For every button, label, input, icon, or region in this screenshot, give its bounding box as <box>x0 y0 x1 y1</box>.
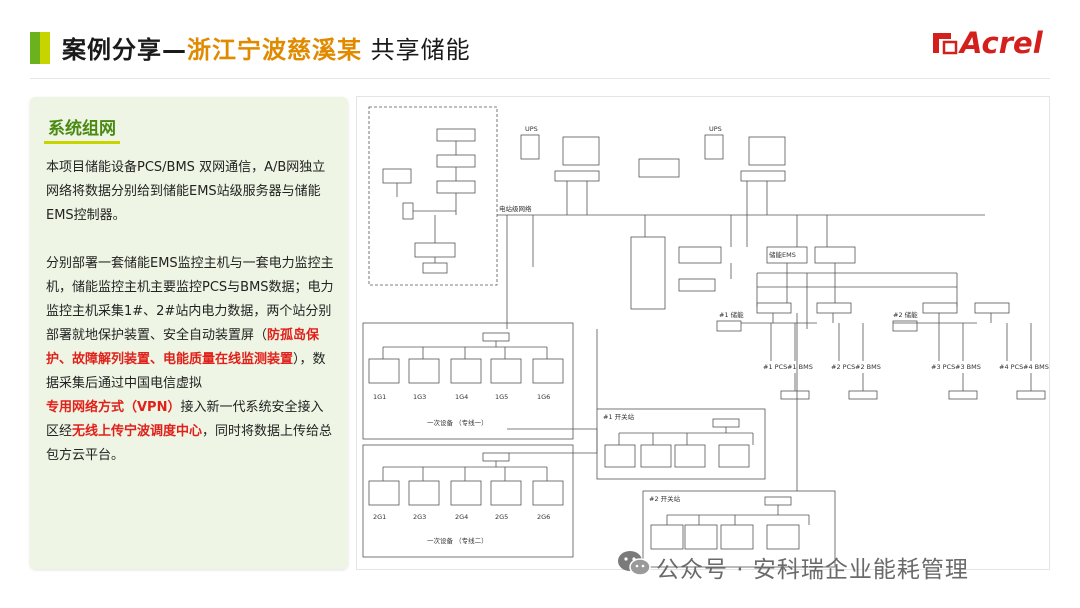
row2-device-4: 2G5 <box>495 513 508 521</box>
station-1-box <box>596 408 766 480</box>
storage2-label: #2 储能 <box>893 310 918 319</box>
para2-red-dispatch: 无线上传宁波调度中心 <box>72 424 203 439</box>
pcs-4-label: #4 PCS <box>999 363 1023 371</box>
station-2-box <box>642 490 836 568</box>
workstation-left-monitor <box>562 136 600 166</box>
switch-4 <box>974 302 1010 314</box>
workstation-right-monitor <box>748 136 786 166</box>
switch-1 <box>756 302 792 314</box>
row1-device-5: 1G6 <box>537 393 550 401</box>
zone-device-1 <box>436 128 476 142</box>
para2-part-c: 接入新一代系统安全接入区经 <box>46 400 324 439</box>
acrel-logo-icon <box>933 33 958 55</box>
ems-box-2 <box>814 246 856 264</box>
wechat-watermark: 公众号 · 安科瑞企业能耗管理 <box>616 545 1056 585</box>
zone-device-4 <box>414 242 456 258</box>
bms-3-label: #3 BMS <box>955 363 981 371</box>
page-title-suffix: 共享储能 <box>362 36 471 64</box>
paragraph-deployment: 分别部署一套储能EMS监控主机与一套电力监控主机，储能监控主机主要监控PCS与B… <box>46 252 336 468</box>
cabinet-group-1-switch <box>482 332 510 342</box>
para2-red-protection: 防孤岛保护、故障解列装置、电能质量在线监测装置 <box>46 328 320 367</box>
storage-1-box <box>716 320 742 332</box>
title-accent-bar <box>30 32 50 64</box>
row2-device-2: 2G3 <box>413 513 426 521</box>
bottom-left-2-label: 一次设备 （专线二） <box>427 536 488 545</box>
para2-red-vpn: 专用网络方式（VPN） <box>46 400 181 415</box>
security-zone-box <box>368 106 498 286</box>
row1-device-1: 1G1 <box>373 393 386 401</box>
workstation-left-keyboard <box>554 170 600 182</box>
gateway-box-1 <box>678 246 722 264</box>
pcs-1-label: #1 PCS <box>763 363 787 371</box>
accent-bar-dark <box>30 32 40 64</box>
para2-part-a: 分别部署一套储能EMS监控主机与一套电力监控主机，储能监控主机主要监控PCS与B… <box>46 256 334 343</box>
row1-device-2: 1G3 <box>413 393 426 401</box>
pcs-3-label: #3 PCS <box>931 363 955 371</box>
cabinet-group-2 <box>362 444 574 558</box>
wechat-icon <box>618 551 651 576</box>
row1-device-3: 1G4 <box>455 393 468 401</box>
site1-label: #1 开关站 <box>603 412 635 421</box>
storage1-label: #1 储能 <box>719 310 744 319</box>
ups-right-label: UPS <box>709 125 722 133</box>
switch-2 <box>816 302 852 314</box>
zone-device-3 <box>436 180 476 194</box>
description-panel <box>30 97 348 569</box>
section-title: 系统组网 <box>44 112 120 144</box>
site2-label: #2 开关站 <box>649 494 681 503</box>
logo-text: Acrel <box>960 26 1043 60</box>
ups-left-label: UPS <box>525 125 538 133</box>
bms-1-label: #1 BMS <box>787 363 813 371</box>
gateway-box-2 <box>678 278 716 292</box>
zone-device-2 <box>436 154 476 168</box>
cabinet-group-1 <box>362 322 574 440</box>
page-title-prefix: 案例分享— <box>62 36 187 64</box>
ups-right-box <box>704 134 724 160</box>
ems-label: 储能EMS <box>769 250 796 259</box>
server-rack <box>630 236 666 310</box>
watermark-text: 公众号 · 安科瑞企业能耗管理 <box>656 557 969 583</box>
row2-device-3: 2G4 <box>455 513 468 521</box>
workstation-right-keyboard <box>740 170 786 182</box>
header-divider <box>30 78 1050 79</box>
ups-left-box <box>520 134 540 160</box>
row2-device-1: 2G1 <box>373 513 386 521</box>
page-title: 案例分享—浙江宁波慈溪某 共享储能 <box>62 30 471 65</box>
acrel-logo: Acrel <box>932 26 1052 62</box>
switch-3 <box>922 302 958 314</box>
meter-2 <box>848 390 878 400</box>
firewall-unit <box>402 202 414 220</box>
zone-device-5 <box>422 262 448 274</box>
printer-box <box>638 158 680 178</box>
bms-4-label: #4 BMS <box>1023 363 1049 371</box>
para2-part-d: ，同时将数据上传给总包方云平台。 <box>46 424 333 463</box>
pcs-2-label: #2 PCS <box>831 363 855 371</box>
row2-device-5: 2G6 <box>537 513 550 521</box>
storage-2-box <box>892 320 918 332</box>
bms-2-label: #2 BMS <box>855 363 881 371</box>
row1-device-4: 1G5 <box>495 393 508 401</box>
meter-1 <box>780 390 810 400</box>
bottom-left-1-label: 一次设备 （专线一） <box>427 418 488 427</box>
page-title-highlight: 浙江宁波慈溪某 <box>187 36 362 64</box>
para2-part-b: ），数据采集后通过中国电信虚拟 <box>46 352 326 391</box>
network-diagram: UPS UPS 储能EMS 电站级网络 #1 储能 #2 储能 #1 开关站 #… <box>356 96 1050 570</box>
cabinet-group-2-switch <box>482 452 510 462</box>
meter-3 <box>948 390 978 400</box>
meter-4 <box>1016 390 1046 400</box>
network-diagram-svg: UPS UPS 储能EMS 电站级网络 #1 储能 #2 储能 #1 开关站 #… <box>362 106 1049 568</box>
wireless-router <box>382 168 412 184</box>
bus-label: 电站级网络 <box>499 204 532 213</box>
accent-bar-light <box>40 32 50 64</box>
paragraph-network: 本项目储能设备PCS/BMS 双网通信，A/B网独立网络将数据分别给到储能EMS… <box>46 160 326 223</box>
